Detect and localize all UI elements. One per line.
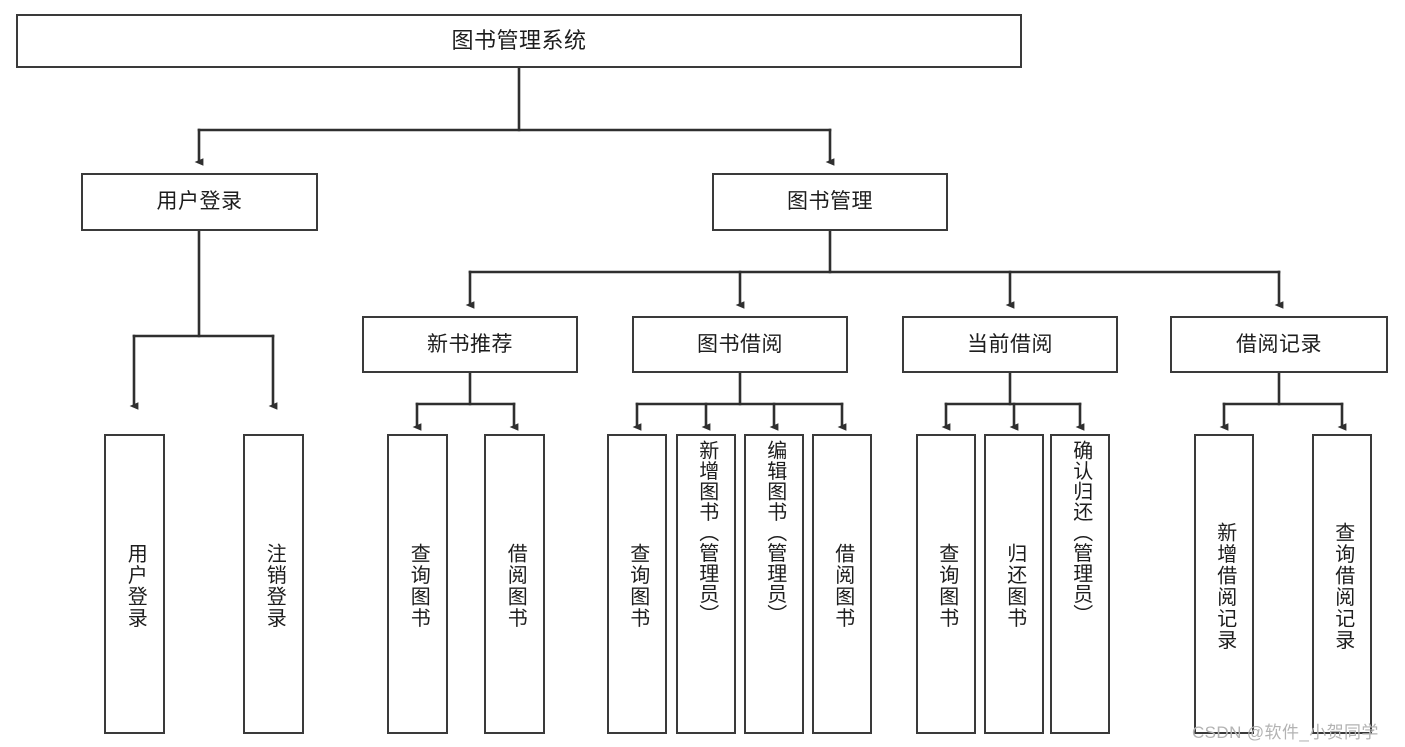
node-label: 查询图书: [407, 543, 430, 629]
node-label: 用户登录: [156, 190, 243, 214]
node-leaf-borrow-book-2[interactable]: 借阅图书: [812, 434, 872, 734]
node-label: 编辑图书（管理员）: [763, 440, 786, 625]
node-label: 图书借阅: [697, 332, 783, 356]
node-new-book-recommend[interactable]: 新书推荐: [362, 316, 578, 373]
node-leaf-return-book[interactable]: 归还图书: [984, 434, 1044, 734]
node-leaf-add-record[interactable]: 新增借阅记录: [1194, 434, 1254, 734]
csdn-watermark: CSDN @软件_小贺同学: [1192, 723, 1379, 742]
node-label: 查询图书: [626, 543, 649, 629]
node-label: 借阅图书: [831, 543, 854, 629]
node-label: 确认归还（管理员）: [1069, 440, 1092, 625]
node-label: 新增图书（管理员）: [695, 440, 718, 625]
node-label: 查询图书: [935, 543, 958, 629]
node-label: 图书管理系统: [451, 27, 587, 53]
node-leaf-query-book-2[interactable]: 查询图书: [607, 434, 667, 734]
node-label: 图书管理: [787, 190, 873, 214]
node-leaf-edit-book[interactable]: 编辑图书（管理员）: [744, 434, 804, 734]
node-leaf-confirm-return[interactable]: 确认归还（管理员）: [1050, 434, 1110, 734]
node-leaf-borrow-book-1[interactable]: 借阅图书: [484, 434, 545, 734]
node-root-system[interactable]: 图书管理系统: [16, 14, 1022, 68]
node-label: 查询借阅记录: [1331, 521, 1354, 651]
node-borrow-record[interactable]: 借阅记录: [1170, 316, 1388, 373]
node-label: 新书推荐: [427, 332, 513, 356]
node-book-borrow[interactable]: 图书借阅: [632, 316, 848, 373]
node-label: 用户登录: [124, 543, 147, 629]
node-leaf-user-login[interactable]: 用户登录: [104, 434, 165, 734]
node-current-borrow[interactable]: 当前借阅: [902, 316, 1118, 373]
node-label: 借阅记录: [1236, 332, 1322, 356]
node-leaf-add-book[interactable]: 新增图书（管理员）: [676, 434, 736, 734]
node-leaf-query-book-1[interactable]: 查询图书: [387, 434, 448, 734]
node-leaf-logout[interactable]: 注销登录: [243, 434, 304, 734]
node-label: 新增借阅记录: [1213, 521, 1236, 651]
node-label: 当前借阅: [967, 332, 1053, 356]
node-user-login[interactable]: 用户登录: [81, 173, 318, 231]
node-label: 借阅图书: [504, 543, 527, 629]
node-book-manage[interactable]: 图书管理: [712, 173, 948, 231]
node-label: 归还图书: [1003, 543, 1026, 629]
node-leaf-query-book-3[interactable]: 查询图书: [916, 434, 976, 734]
node-leaf-query-record[interactable]: 查询借阅记录: [1312, 434, 1372, 734]
node-label: 注销登录: [263, 543, 286, 629]
